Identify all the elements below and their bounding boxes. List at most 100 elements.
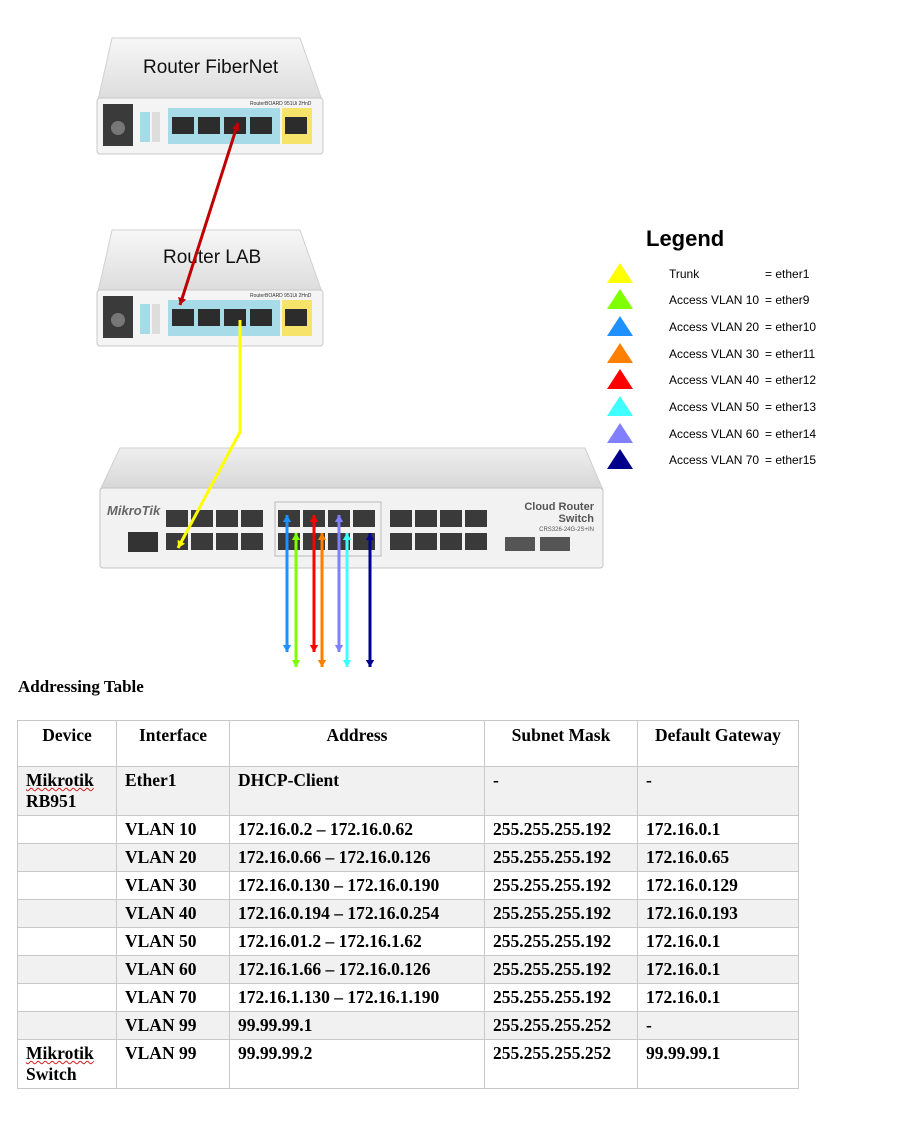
router-lab-model: RouterBOARD 951Ui 2HnD xyxy=(250,293,312,299)
table-header-row: Device Interface Address Subnet Mask Def… xyxy=(17,720,799,767)
legend-item-port: = ether12 xyxy=(765,373,817,387)
table-cell: 172.16.01.2 – 172.16.1.62 xyxy=(229,927,485,956)
table-cell: 255.255.255.192 xyxy=(484,983,638,1012)
legend-item-label: Access VLAN 20 xyxy=(669,320,760,334)
link-lab-switch-arrowhead xyxy=(177,539,186,548)
triangle-icon xyxy=(607,449,633,469)
legend-item-label: Trunk xyxy=(669,267,700,281)
table-cell: 255.255.255.192 xyxy=(484,815,638,844)
vlan-access-link-arrowhead xyxy=(334,645,344,652)
links-layer xyxy=(176,122,375,667)
legend-item-port: = ether11 xyxy=(765,347,816,361)
table-cell: VLAN 70 xyxy=(116,983,230,1012)
table-cell xyxy=(17,983,117,1012)
table-cell: 99.99.99.1 xyxy=(229,1011,485,1040)
table-cell xyxy=(17,843,117,872)
table-cell xyxy=(17,955,117,984)
table-cell: 255.255.255.192 xyxy=(484,899,638,928)
table-cell: Ether1 xyxy=(116,766,230,816)
table-cell: - xyxy=(637,1011,799,1040)
table-cell: 255.255.255.252 xyxy=(484,1039,638,1089)
table-cell: VLAN 60 xyxy=(116,955,230,984)
router-lab-label: Router LAB xyxy=(163,247,261,268)
vlan-access-link-arrowhead xyxy=(282,645,292,652)
header-default-gateway: Default Gateway xyxy=(637,720,799,767)
vlan-access-link-arrowhead xyxy=(309,645,319,652)
legend-item-label: Access VLAN 30 xyxy=(669,347,760,361)
legend-item: Access VLAN 10= ether9 xyxy=(607,289,867,311)
table-cell: 172.16.0.65 xyxy=(637,843,799,872)
table-cell: 172.16.0.194 – 172.16.0.254 xyxy=(229,899,485,928)
table-cell: 172.16.0.1 xyxy=(637,955,799,984)
table-cell: 255.255.255.192 xyxy=(484,927,638,956)
vlan-access-link-arrowhead xyxy=(334,515,344,522)
legend-item-port: = ether15 xyxy=(765,453,817,467)
legend-item: Trunk = ether1 xyxy=(607,263,867,285)
vlan-access-link-arrowhead xyxy=(309,515,319,522)
legend-item-port: = ether13 xyxy=(765,400,817,414)
triangle-icon xyxy=(607,396,633,416)
legend-item: Access VLAN 50= ether13 xyxy=(607,396,867,418)
table-cell: DHCP-Client xyxy=(229,766,485,816)
header-device: Device xyxy=(17,720,117,767)
table-cell: 172.16.1.130 – 172.16.1.190 xyxy=(229,983,485,1012)
vlan-access-link-arrowhead xyxy=(282,515,292,522)
router-fibernet-model: RouterBOARD 951Ui 2HnD xyxy=(250,101,312,107)
legend-item: Access VLAN 20= ether10 xyxy=(607,316,867,338)
triangle-icon xyxy=(607,343,633,363)
table-cell: 172.16.1.66 – 172.16.0.126 xyxy=(229,955,485,984)
table-cell: VLAN 99 xyxy=(116,1039,230,1089)
vlan-access-link-arrowhead xyxy=(291,533,301,540)
triangle-icon xyxy=(607,289,633,309)
table-cell: VLAN 99 xyxy=(116,1011,230,1040)
table-cell: VLAN 30 xyxy=(116,871,230,900)
table-cell: 255.255.255.192 xyxy=(484,871,638,900)
legend-item-label: Access VLAN 70 xyxy=(669,453,760,467)
router-lab: Router LAB RouterBOARD 951Ui 2HnD xyxy=(96,229,324,347)
table-cell: VLAN 40 xyxy=(116,899,230,928)
vlan-access-link-arrowhead xyxy=(291,660,301,667)
table-cell: 99.99.99.2 xyxy=(229,1039,485,1089)
table-cell: - xyxy=(484,766,638,816)
legend-item-port: = ether9 xyxy=(765,293,810,307)
vlan-access-link-arrowhead xyxy=(365,660,375,667)
table-cell: 172.16.0.1 xyxy=(637,927,799,956)
header-subnet-mask: Subnet Mask xyxy=(484,720,638,767)
table-cell: 255.255.255.192 xyxy=(484,843,638,872)
legend-item: Access VLAN 30 = ether11 xyxy=(607,343,867,365)
link-fibernet-lab-arrowhead xyxy=(231,123,240,131)
legend-item-port: = ether1 xyxy=(765,267,810,281)
table-cell: - xyxy=(637,766,799,816)
switch-name-line1: Cloud Router xyxy=(524,501,594,513)
triangle-icon xyxy=(607,423,633,443)
legend-item-label: Access VLAN 40 xyxy=(669,373,760,387)
legend-item-label: Access VLAN 60 xyxy=(669,427,760,441)
vlan-access-link-arrowhead xyxy=(342,533,352,540)
router-fibernet-label: Router FiberNet xyxy=(143,57,279,78)
table-cell: 172.16.0.1 xyxy=(637,815,799,844)
table-cell: VLAN 50 xyxy=(116,927,230,956)
table-cell: 172.16.0.66 – 172.16.0.126 xyxy=(229,843,485,872)
addressing-table: Device Interface Address Subnet Mask Def… xyxy=(17,720,799,1089)
switch-name-line2: Switch xyxy=(559,513,595,525)
triangle-icon xyxy=(607,369,633,389)
legend-item-port: = ether14 xyxy=(765,427,817,441)
table-cell: 172.16.0.1 xyxy=(637,983,799,1012)
table-cell xyxy=(17,1011,117,1040)
network-diagram: Router FiberNet RouterBOARD 951Ui 2HnD R… xyxy=(96,37,604,667)
switch-model: CRS326-24G-2S+IN xyxy=(539,527,594,533)
router-fibernet: Router FiberNet RouterBOARD 951Ui 2HnD xyxy=(96,37,324,155)
table-cell xyxy=(17,927,117,956)
table-cell: 172.16.0.129 xyxy=(637,871,799,900)
switch-brand: MikroTik xyxy=(107,503,161,518)
table-cell: 255.255.255.252 xyxy=(484,1011,638,1040)
triangle-icon xyxy=(607,316,633,336)
